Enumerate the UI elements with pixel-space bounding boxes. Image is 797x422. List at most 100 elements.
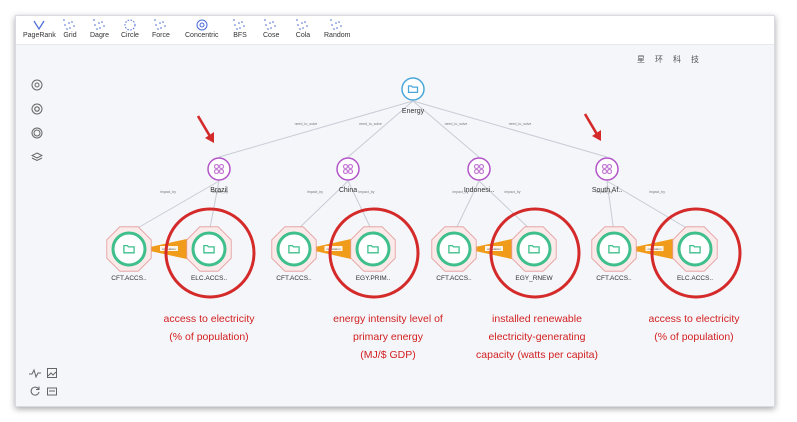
save-icon[interactable] [46,385,58,397]
indicator-node-label: CFT.ACCS.. [596,275,632,282]
edge-need-to-solve [347,100,414,158]
country-node-label: South Af.. [592,187,622,194]
grid-icon [479,169,484,174]
edge-label: impact_by [307,190,323,194]
country-node-label: Brazil [210,187,228,194]
edge-impact-by [208,180,220,234]
layout-button-concentric[interactable]: Concentric [185,18,218,39]
annotation-arrow-head [205,132,214,143]
grid-icon [474,169,479,174]
grid-icon [474,164,479,169]
country-node[interactable] [467,157,491,181]
image-icon[interactable] [46,367,58,379]
edge-need-to-solve [412,100,608,158]
correlation-label: correlation [647,247,661,251]
edge-impact-by [128,180,220,234]
grid-icon [343,164,348,169]
edge-label: need_to_solve [295,122,318,126]
correlation-label: correlation [326,247,340,251]
bfs-layout-icon [233,19,245,30]
correlation-label-bg [160,246,178,251]
edge-impact-by [478,180,535,234]
layout-button-pagerank[interactable]: PageRank [23,18,56,39]
edge-label: impact_by [505,190,521,194]
grid-icon [607,169,612,174]
caption-line: primary energy [352,331,424,343]
root-node[interactable] [401,77,425,101]
indicator-node[interactable] [596,231,632,267]
folder-icon [608,244,620,254]
edge-impact-by [293,180,349,234]
caption-line: (MJ/$ GDP) [360,349,416,361]
folder-icon [203,244,215,254]
country-node[interactable] [207,157,231,181]
indicator-node-label: CFT.ACCS.. [276,275,312,282]
folder-icon [123,244,135,254]
highlight-ring [328,207,420,299]
cose-layout-icon [264,19,276,30]
layout-button-force[interactable]: Force [152,18,170,39]
layout-button-cose[interactable]: Cose [263,18,279,39]
layout-button-dagre[interactable]: Dagre [90,18,109,39]
grid-icon [214,164,219,169]
layout-button-bfs[interactable]: BFS [232,18,248,39]
country-node[interactable] [595,157,619,181]
at-icon[interactable] [31,103,43,115]
correlation-label-bg [324,246,343,251]
edge-impact-by [453,180,480,234]
edge-label: impact_by [212,190,228,194]
circle-layout-icon [124,19,136,31]
pagerank-icon [33,20,45,31]
caption-line: energy intensity level of [333,313,443,325]
indicator-node[interactable] [191,231,227,267]
caption-line: access to electricity [648,313,740,325]
indicator-node[interactable] [677,231,713,267]
layers-icon[interactable] [31,151,43,163]
folder-icon [528,244,540,254]
layout-button-label: Grid [63,32,77,39]
edge-label: impact_by [160,190,176,194]
indicator-node-label: EGY_RNEW [515,275,553,282]
grid-icon [607,164,612,169]
indicator-node[interactable] [111,231,147,267]
indicator-node[interactable] [276,231,312,267]
target-icon[interactable] [31,127,43,139]
layout-button-label: Cola [295,32,311,39]
indicator-node-label: ELC.ACCS.. [191,275,227,282]
cola-layout-icon [296,19,308,30]
layout-button-label: Dagre [90,32,110,39]
settings-icon[interactable] [31,79,43,91]
folder-icon [448,244,460,254]
edge-impact-by [347,180,374,234]
edge-label: need_to_solve [509,122,532,126]
refresh-icon[interactable] [29,385,41,397]
correlation-label: correlation [162,247,176,251]
indicator-node[interactable] [436,231,472,267]
indicator-caption: access to electricity(% of population) [129,310,289,346]
layout-button-random[interactable]: Random [324,18,350,39]
folder-icon [689,244,701,254]
indicator-node-label: CFT.ACCS.. [111,275,147,282]
grid-icon [602,169,607,174]
caption-line: capacity (watts per capita) [476,349,598,361]
country-node[interactable] [336,157,360,181]
caption-line: installed renewable [492,313,582,325]
indicator-caption: energy intensity level of primary energy (… [308,310,468,364]
correlation-label-bg [485,246,503,251]
grid-icon [348,169,353,174]
indicator-node[interactable] [516,231,552,267]
edge-label: impact_by [597,190,613,194]
layout-button-grid[interactable]: Grid [62,18,78,39]
edge-label: need_to_solve [445,122,468,126]
caption-line: access to electricity [163,313,255,325]
layout-button-label: Random [324,32,351,39]
layout-button-circle[interactable]: Circle [121,18,139,39]
pulse-icon[interactable] [29,367,41,379]
layout-button-label: Cose [263,32,280,39]
annotation-arrow-head [592,130,601,141]
layout-button-cola[interactable]: Cola [295,18,311,39]
indicator-node[interactable] [355,231,391,267]
grid-icon [479,164,484,169]
